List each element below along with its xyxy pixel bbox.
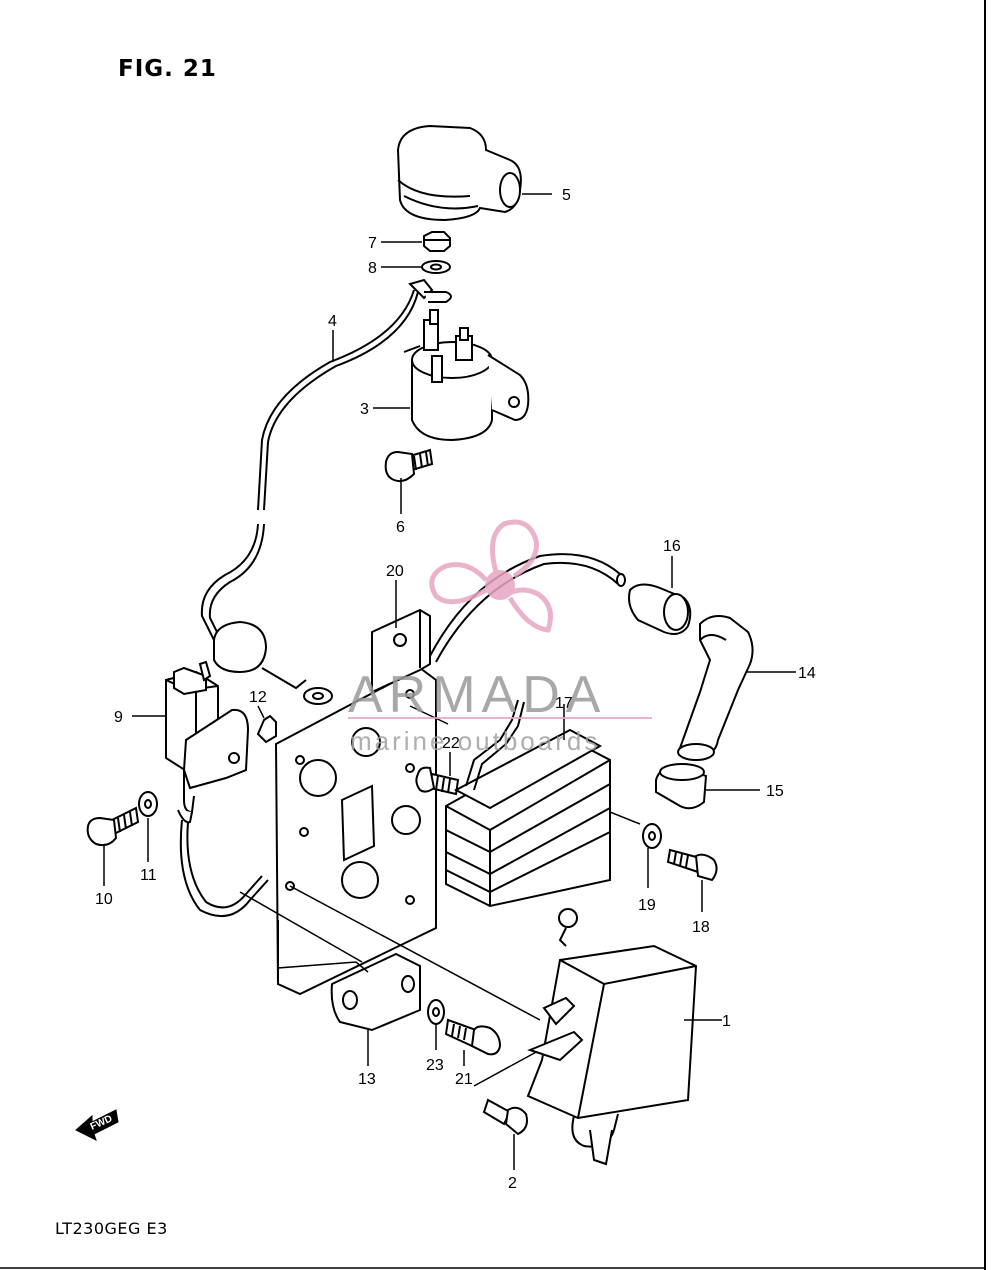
callout-4: 4 [328,313,337,330]
leader-lines [103,193,796,1170]
fwd-arrow-icon: FWD [75,1109,119,1141]
callout-22: 22 [442,735,460,752]
part-3-starter-relay[interactable] [403,309,530,442]
callout-7: 7 [368,235,377,252]
mounting-plate[interactable] [274,666,437,996]
part-11-washer[interactable] [138,791,158,817]
part-23-washer[interactable] [427,999,445,1025]
part-15-cap-cover[interactable] [655,763,708,810]
part-4-lead-wire[interactable] [200,278,452,641]
callout-8: 8 [368,260,377,277]
part-10-bolt[interactable] [86,806,140,847]
part-14-plug-cap[interactable] [677,615,754,761]
callout-20: 20 [386,563,404,580]
part-17-regulator[interactable] [445,699,611,908]
callout-labels: 1 2 3 4 5 6 7 8 9 10 11 12 13 14 15 16 1… [95,187,816,1192]
part-2-screw[interactable] [482,1098,528,1136]
part-7-nut[interactable] [423,231,451,252]
callout-16: 16 [663,538,681,555]
callout-19: 19 [638,897,656,914]
watermark-tagline: marine outboards [350,726,600,756]
callout-12: 12 [249,689,267,706]
watermark-brand: ARMADA [348,666,606,724]
part-5-relay-cap[interactable] [396,124,522,222]
callout-3: 3 [360,401,369,418]
part-22-bolt[interactable] [415,766,460,796]
callout-9: 9 [114,709,123,726]
model-code: LT230GEG E3 [55,1219,168,1238]
callout-1: 1 [722,1013,731,1030]
callout-17: 17 [555,695,573,712]
part-9-ignition-coil[interactable] [165,660,277,918]
part-1-control-unit[interactable] [526,908,698,1166]
callout-21: 21 [455,1071,473,1088]
callout-10: 10 [95,891,113,908]
callout-13: 13 [358,1071,376,1088]
callout-2: 2 [508,1175,517,1192]
watermark: ARMADA marine outboards [348,519,652,756]
callout-11: 11 [140,867,157,884]
callout-15: 15 [766,783,784,800]
callout-23: 23 [426,1057,444,1074]
part-18-screw[interactable] [666,848,718,882]
coil-wire-boot [213,620,333,705]
callout-18: 18 [692,919,710,936]
part-16-boot[interactable] [628,583,692,635]
callout-6: 6 [396,519,405,536]
propeller-logo-icon [429,519,553,633]
figure-title: FIG. 21 [118,56,217,82]
part-13-bracket[interactable] [330,952,421,1032]
part-20-bracket-plate[interactable] [371,608,431,694]
part-8-washer[interactable] [421,260,451,274]
part-19-washer[interactable] [642,823,662,849]
part-21-bolt[interactable] [444,1018,502,1056]
high-tension-lead [429,553,626,663]
callout-5: 5 [562,187,571,204]
part-6-bolt[interactable] [384,448,434,483]
callout-14: 14 [798,665,816,682]
